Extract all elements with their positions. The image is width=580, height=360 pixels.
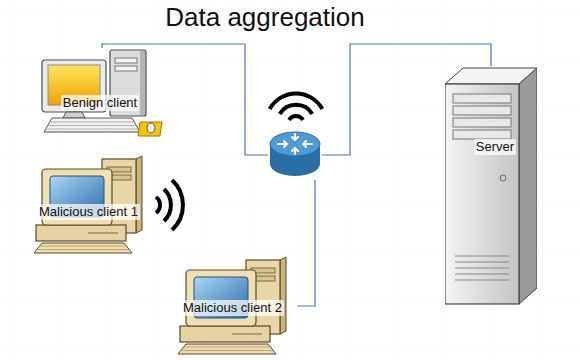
diagram-title: Data aggregation: [165, 2, 364, 32]
node-label: Malicious client 1: [37, 204, 140, 220]
node-label: Server: [474, 139, 516, 155]
server-tower-picture: [445, 66, 537, 306]
client-wireless-waves: [156, 180, 183, 230]
router-icon-symbol: [270, 132, 320, 176]
router-icon: [268, 130, 322, 180]
node-label: Malicious client 2: [181, 300, 284, 316]
client-computer: Malicious client 2: [172, 256, 297, 356]
client-computer-picture: [40, 48, 164, 138]
client-computer: Malicious client 1: [28, 155, 153, 255]
network-cable: [297, 180, 315, 306]
title-box: Data aggregation: [0, 2, 530, 33]
router-icon-picture: [268, 130, 322, 180]
client-computer-symbol: [42, 50, 162, 136]
server-tower: Server: [445, 66, 537, 306]
server-tower-symbol: [445, 68, 537, 304]
router-wifi-waves: [270, 93, 323, 120]
client-computer-symbol: [178, 257, 286, 354]
node-label: Benign client: [61, 95, 139, 111]
client-computer-symbol: [34, 156, 142, 253]
client-computer: Benign client: [40, 48, 164, 138]
